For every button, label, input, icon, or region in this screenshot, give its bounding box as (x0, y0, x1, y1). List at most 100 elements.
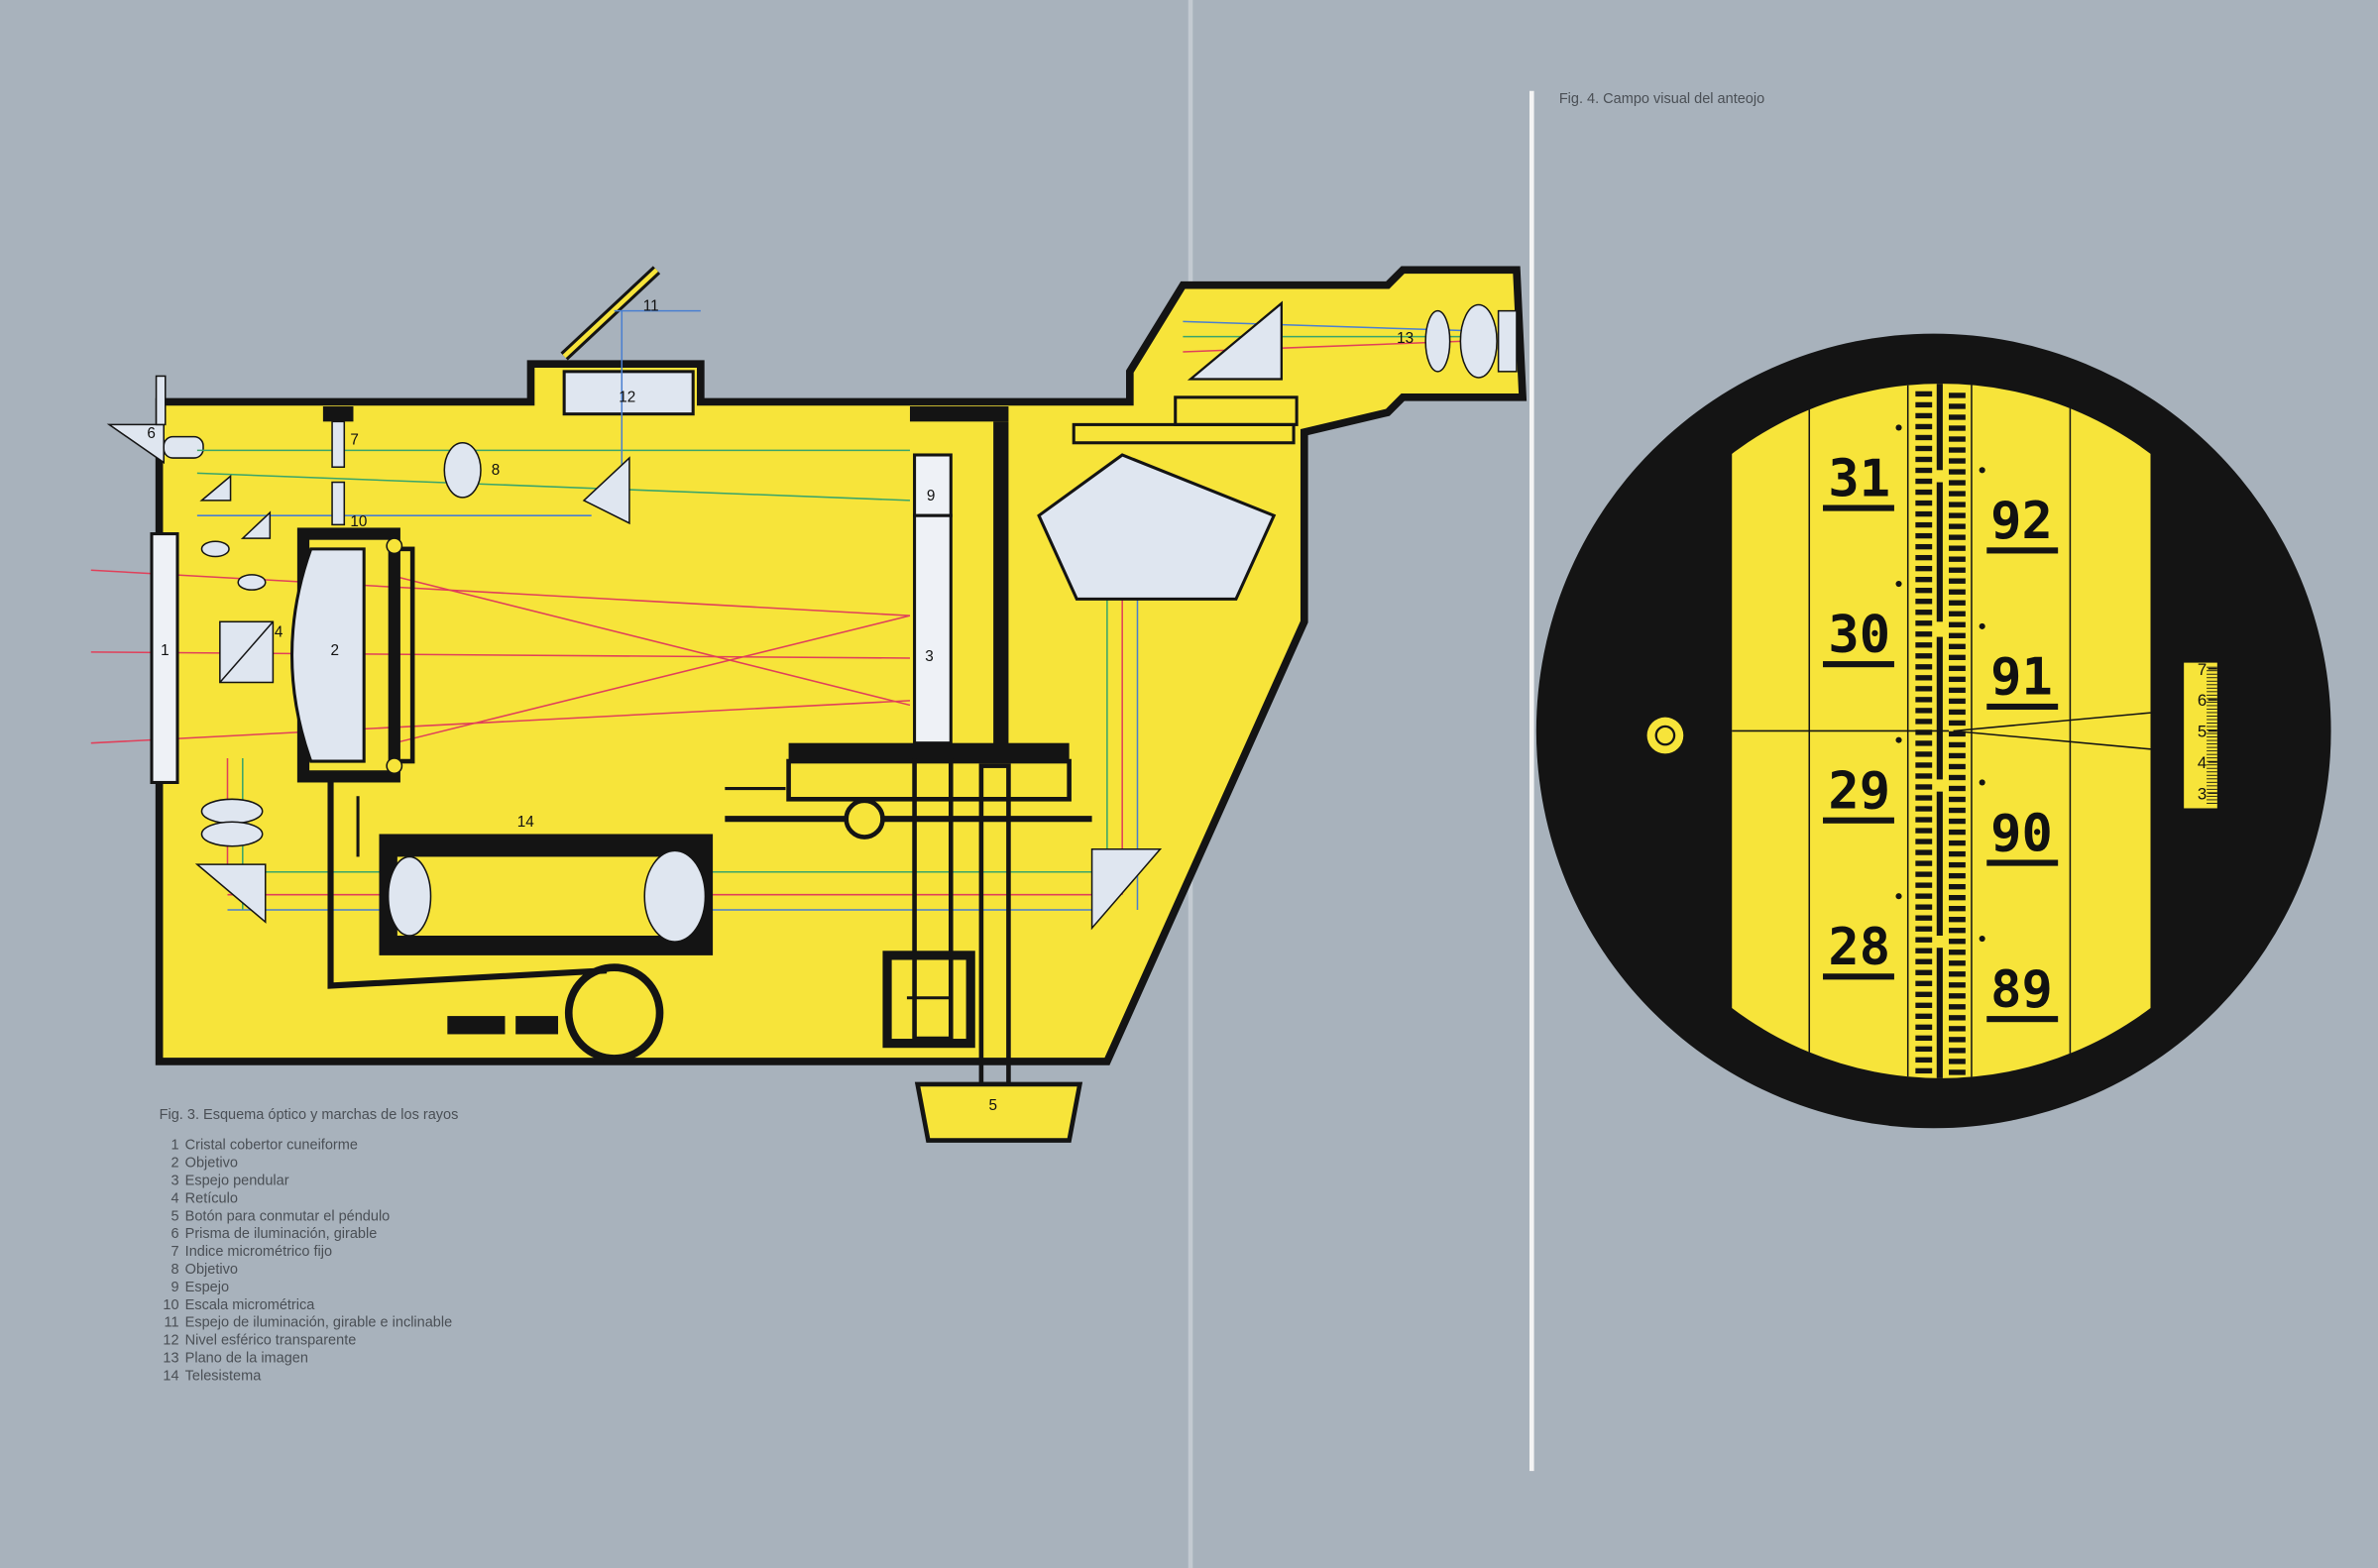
scale-tick (1915, 532, 1933, 539)
lower-left-lens (200, 821, 264, 847)
scale-bar (1936, 482, 1943, 622)
scale-bar (1936, 791, 1943, 936)
scale-tick (1915, 521, 1933, 528)
scale-tick (1915, 882, 1933, 888)
scale-tick (1915, 980, 1933, 986)
micrometer-index-7 (331, 420, 346, 469)
scale-tick (1915, 751, 1933, 757)
scale-tick (1915, 412, 1933, 419)
scale-tick (1915, 1035, 1933, 1042)
legend-item: Nivel esférico transparente (185, 1333, 357, 1349)
scale-dot (1979, 935, 1985, 943)
lower-left-lens (200, 798, 264, 825)
scale-tick (1915, 991, 1933, 997)
scale-tick (1949, 480, 1966, 486)
scale-tick (1949, 906, 1966, 912)
scale-tick (1949, 950, 1966, 955)
rotation-knob (564, 963, 664, 1063)
legend-item: Indice micrométrico fijo (185, 1244, 332, 1260)
scale-tick (1949, 611, 1966, 616)
figure-4-caption: Fig. 4. Campo visual del anteojo (1559, 91, 1764, 107)
scale-tick (1915, 926, 1933, 932)
scale-tick (1915, 1067, 1933, 1074)
legend-item: Espejo (185, 1280, 229, 1295)
scale-tick (1915, 937, 1933, 943)
micrometer-window (2184, 662, 2217, 809)
scale-tick (1949, 512, 1966, 518)
scale-number-left: 29 (1828, 761, 1890, 821)
frame-top (909, 406, 1009, 422)
objective-8 (443, 441, 482, 499)
micrometer-number: 5 (2198, 723, 2207, 741)
vertical-scale (1915, 384, 1966, 1078)
scale-tick (1915, 664, 1933, 670)
scale-tick (1949, 796, 1966, 803)
scale-tick (1915, 478, 1933, 485)
scale-tick (1949, 469, 1966, 475)
callout-11: 11 (643, 298, 659, 315)
prism-knob (163, 435, 204, 459)
scale-number-left: 28 (1828, 918, 1890, 977)
scale-tick (1915, 588, 1933, 594)
scale-number-left: 30 (1828, 606, 1890, 665)
scale-tick (1949, 447, 1966, 453)
callout-4: 4 (275, 624, 283, 641)
scale-tick (1949, 621, 1966, 627)
scale-tick (1949, 523, 1966, 529)
legend-item: Plano de la imagen (185, 1351, 308, 1367)
scale-tick (1949, 567, 1966, 573)
scale-tick (1915, 795, 1933, 801)
legend-number: 9 (170, 1280, 178, 1295)
prism-mount (155, 375, 167, 426)
scale-tick (1949, 861, 1966, 868)
eyepiece-mount-upper (1174, 395, 1299, 426)
scale-dot (1979, 779, 1985, 786)
legend-number: 6 (170, 1226, 178, 1242)
frame-side (993, 421, 1009, 755)
eyepiece-prism (1037, 453, 1277, 601)
scale-tick (1915, 1046, 1933, 1053)
small-prism (199, 474, 232, 502)
scale-tick (1949, 403, 1966, 409)
damper-box (882, 951, 975, 1049)
legend-item: Retículo (185, 1190, 238, 1206)
scale-tick (1949, 840, 1966, 846)
weight (447, 1016, 506, 1035)
scale-tick (1949, 1037, 1966, 1043)
scale-number-right: 90 (1990, 804, 2053, 863)
scale-tick (1915, 697, 1933, 703)
legend-item: Espejo de iluminación, girable e inclina… (185, 1315, 453, 1331)
telesystem-lens-front (387, 855, 432, 937)
scale-tick (1915, 1002, 1933, 1008)
scale-tick (1949, 1026, 1966, 1032)
legend-item: Objetivo (185, 1262, 238, 1278)
scale-tick (1949, 741, 1966, 748)
scale-tick (1915, 565, 1933, 572)
scale-tick (1915, 904, 1933, 910)
figure-3-optical-diagram: 1 2 3 4 5 6 7 8 9 10 11 12 13 14 (90, 266, 1528, 1143)
callout-8: 8 (492, 462, 500, 479)
scale-tick (1915, 708, 1933, 714)
spring-base (515, 1016, 559, 1035)
adjust-knob (844, 798, 885, 840)
legend-number: 10 (163, 1297, 178, 1313)
eyepiece-lens-rear (1497, 309, 1518, 373)
scale-tick (1949, 774, 1966, 781)
micrometer-number: 6 (2198, 691, 2207, 710)
scale-number-right: 92 (1990, 492, 2053, 551)
scale-tick (1915, 489, 1933, 496)
scale-tick (1949, 730, 1966, 737)
scale-number-left: 31 (1828, 449, 1890, 508)
objective-2 (290, 547, 366, 763)
scale-dot (1895, 893, 1902, 900)
scale-tick (1915, 686, 1933, 692)
scale-tick (1949, 698, 1966, 705)
scale-tick (1949, 676, 1966, 683)
scale-tick (1949, 643, 1966, 649)
callout-1: 1 (161, 642, 170, 659)
level-bubble-icon (1646, 717, 1684, 754)
legend-item: Botón para conmutar el péndulo (185, 1208, 391, 1224)
scale-tick (1949, 982, 1966, 988)
